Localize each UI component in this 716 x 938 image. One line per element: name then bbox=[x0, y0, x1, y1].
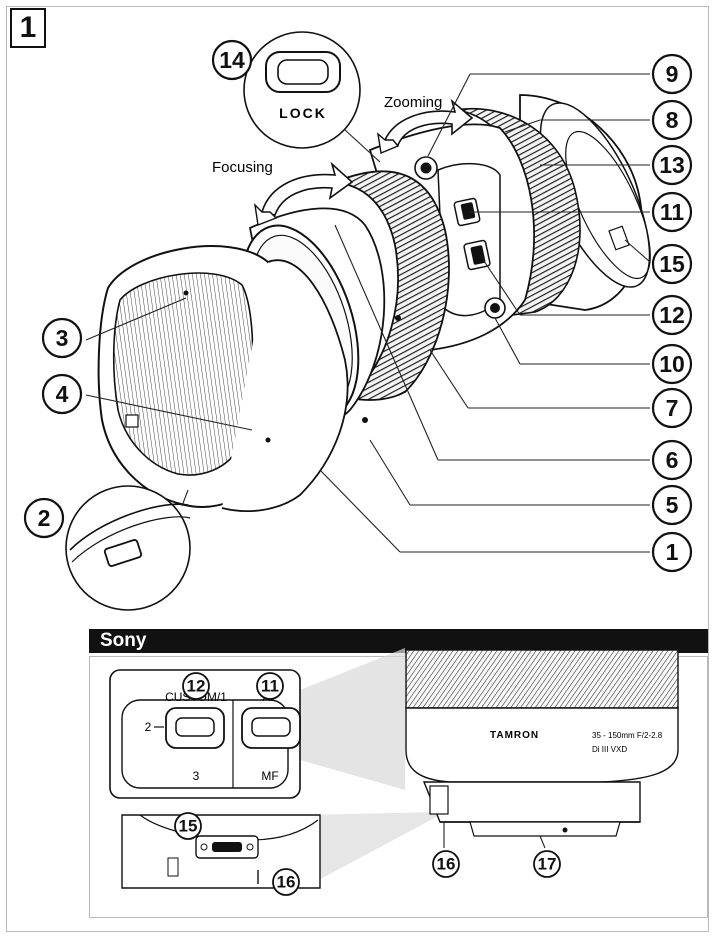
sony-section-panel bbox=[89, 656, 708, 918]
svg-text:12: 12 bbox=[659, 302, 685, 328]
callout-6: 6 bbox=[651, 439, 693, 481]
lens-hood bbox=[97, 245, 349, 513]
svg-text:5: 5 bbox=[666, 492, 679, 518]
callout-13: 13 bbox=[651, 144, 693, 186]
callout-2: 2 bbox=[23, 497, 65, 539]
svg-text:13: 13 bbox=[659, 152, 685, 178]
svg-text:8: 8 bbox=[666, 107, 679, 133]
page-frame bbox=[6, 6, 709, 932]
callout-10: 10 bbox=[651, 343, 693, 385]
svg-text:14: 14 bbox=[219, 47, 245, 73]
callout-3: 3 bbox=[41, 317, 83, 359]
focusing-arrow bbox=[253, 161, 354, 226]
callout-11: 11 bbox=[651, 191, 693, 233]
svg-text:4: 4 bbox=[56, 381, 69, 407]
leader-lines bbox=[85, 73, 651, 553]
svg-text:15: 15 bbox=[659, 251, 685, 277]
callout-7: 7 bbox=[651, 387, 693, 429]
svg-text:2: 2 bbox=[38, 505, 51, 531]
svg-text:6: 6 bbox=[666, 447, 679, 473]
svg-text:1: 1 bbox=[666, 539, 679, 565]
sony-section-bar bbox=[89, 629, 708, 653]
callout-5: 5 bbox=[651, 484, 693, 526]
callout-1: 1 bbox=[651, 531, 693, 573]
svg-text:10: 10 bbox=[659, 351, 685, 377]
callout-12: 12 bbox=[651, 294, 693, 336]
focus-ring bbox=[334, 170, 450, 401]
figure-number: 1 bbox=[10, 8, 46, 48]
focusing-label: Focusing bbox=[212, 159, 273, 176]
callout-15: 15 bbox=[651, 243, 693, 285]
callout-9: 9 bbox=[651, 53, 693, 95]
sony-section-title: Sony bbox=[100, 630, 147, 651]
lock-switch-detail: LOCK bbox=[243, 31, 381, 163]
lock-label: LOCK bbox=[279, 105, 327, 121]
callout-14: 14 bbox=[211, 39, 253, 81]
svg-text:9: 9 bbox=[666, 61, 679, 87]
svg-text:7: 7 bbox=[666, 395, 679, 421]
callout-8: 8 bbox=[651, 99, 693, 141]
lens-illustration: Focusing Zooming LOCK 1 2 3 bbox=[23, 31, 693, 611]
svg-text:11: 11 bbox=[660, 199, 685, 225]
callout-4: 4 bbox=[41, 373, 83, 415]
zooming-label: Zooming bbox=[384, 94, 442, 111]
hood-button-detail bbox=[65, 485, 191, 611]
svg-text:3: 3 bbox=[56, 325, 69, 351]
